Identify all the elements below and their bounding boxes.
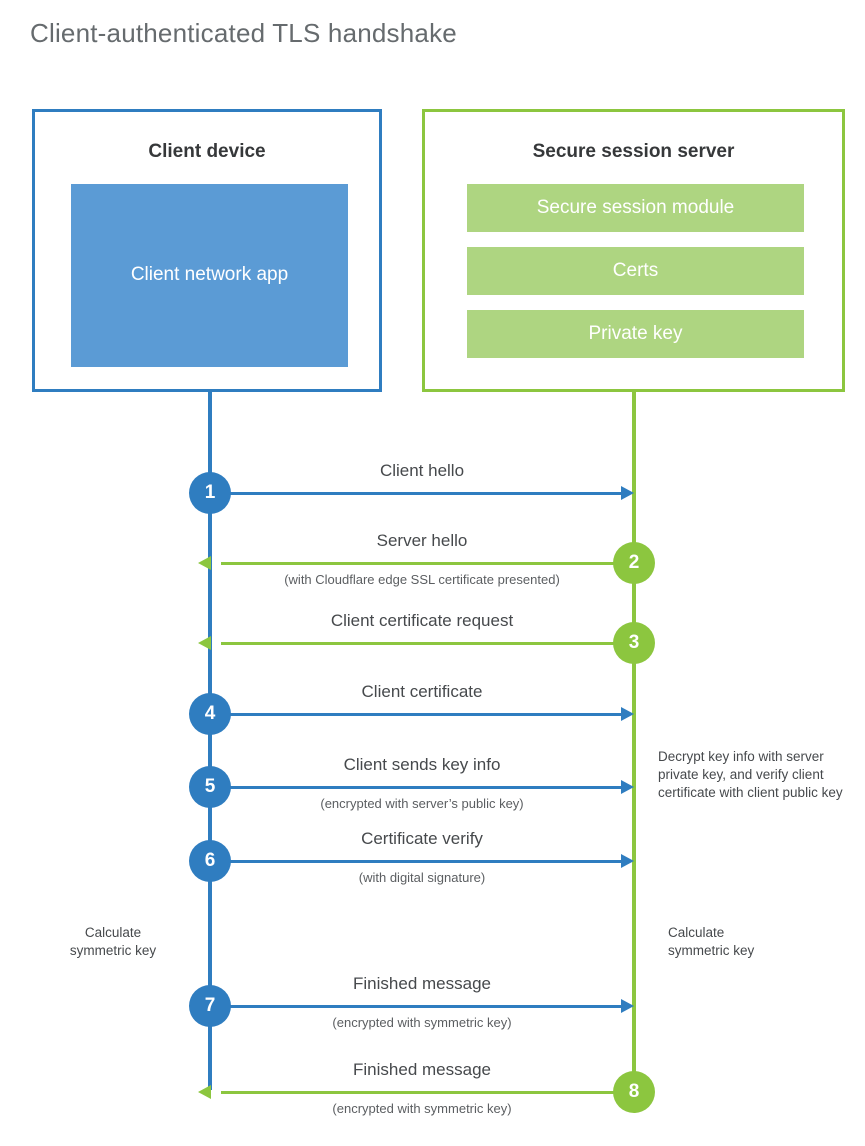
- message-arrow-line: [221, 562, 634, 565]
- message-label: Client certificate request: [330, 611, 514, 630]
- private-key-block: Private key: [467, 310, 804, 358]
- step-badge-2: 2: [613, 542, 655, 584]
- message-label: Client certificate: [361, 682, 483, 701]
- message-arrow-head-icon: [621, 707, 634, 721]
- message-arrow-head-icon: [621, 486, 634, 500]
- server-lifeline: [632, 392, 636, 1092]
- message-arrow-line: [221, 1091, 634, 1094]
- message-label: Server hello: [376, 531, 468, 550]
- message-arrow-line: [210, 786, 623, 789]
- message-arrow-line: [210, 860, 623, 863]
- client-lifeline: [208, 392, 212, 1090]
- certs-block: Certs: [467, 247, 804, 295]
- secure-session-server-title: Secure session server: [532, 141, 735, 162]
- page-title: Client-authenticated TLS handshake: [30, 18, 457, 48]
- message-arrow-head-icon: [621, 854, 634, 868]
- step-badge-3: 3: [613, 622, 655, 664]
- message-sublabel: (encrypted with symmetric key): [332, 1015, 512, 1030]
- client-device-box: Client device Client network app: [32, 109, 382, 392]
- secure-session-server-box: Secure session server Secure session mod…: [422, 109, 845, 392]
- message-arrow-line: [210, 1005, 623, 1008]
- server-decrypt-note: Decrypt key info with server private key…: [658, 749, 843, 801]
- message-arrow-head-icon: [198, 556, 211, 570]
- message-arrow-line: [210, 713, 623, 716]
- message-label: Finished message: [353, 974, 491, 993]
- message-sublabel: (with digital signature): [358, 870, 486, 885]
- message-sublabel: (encrypted with server’s public key): [320, 796, 524, 811]
- step-badge-4: 4: [189, 693, 231, 735]
- message-arrow-line: [210, 492, 623, 495]
- message-label: Certificate verify: [361, 829, 483, 848]
- message-label: Client sends key info: [343, 755, 501, 774]
- server-calculate-symmetric-key-note: Calculate symmetric key: [668, 925, 755, 959]
- client-device-title: Client device: [148, 141, 266, 162]
- step-badge-1: 1: [189, 472, 231, 514]
- client-network-app-block: Client network app: [71, 184, 348, 367]
- step-badge-6: 6: [189, 840, 231, 882]
- message-arrow-head-icon: [621, 780, 634, 794]
- client-calculate-symmetric-key-note: Calculate symmetric key: [69, 925, 157, 959]
- message-arrow-head-icon: [621, 999, 634, 1013]
- message-arrow-head-icon: [198, 636, 211, 650]
- secure-session-module-block: Secure session module: [467, 184, 804, 232]
- message-sublabel: (encrypted with symmetric key): [332, 1101, 512, 1116]
- step-badge-8: 8: [613, 1071, 655, 1113]
- message-label: Finished message: [353, 1060, 491, 1079]
- message-label: Client hello: [379, 461, 465, 480]
- step-badge-5: 5: [189, 766, 231, 808]
- step-badge-7: 7: [189, 985, 231, 1027]
- message-sublabel: (with Cloudflare edge SSL certificate pr…: [284, 572, 560, 587]
- message-arrow-line: [221, 642, 634, 645]
- message-arrow-head-icon: [198, 1085, 211, 1099]
